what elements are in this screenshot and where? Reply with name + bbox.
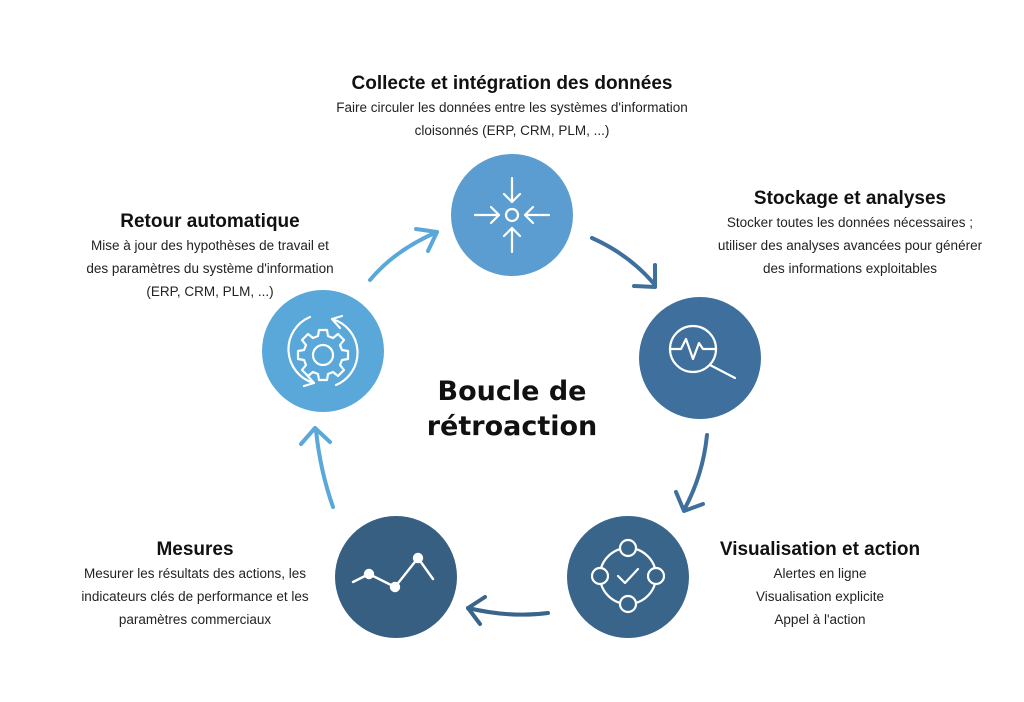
step-description: indicateurs clés de performance et les bbox=[81, 589, 309, 604]
step-description: des informations exploitables bbox=[762, 261, 938, 276]
step-retour-circle bbox=[262, 290, 384, 412]
step-description: cloisonnés (ERP, CRM, PLM, ...) bbox=[414, 123, 610, 138]
magnifier-pulse-icon bbox=[668, 324, 737, 380]
step-description: paramètres commerciaux bbox=[118, 612, 272, 627]
step-description: Mise à jour des hypothèses de travail et bbox=[91, 238, 329, 253]
step-visualisation-circle bbox=[567, 516, 689, 638]
step-description: Visualisation explicite bbox=[755, 589, 885, 604]
step-collecte-circle bbox=[451, 154, 573, 276]
center-title: Boucle de rétroaction bbox=[412, 374, 612, 444]
step-description: Stocker toutes les données nécessaires ; bbox=[726, 215, 974, 230]
step-stockage-text: Stockage et analyses Stocker toutes les … bbox=[690, 187, 1010, 280]
converge-arrows-icon bbox=[473, 176, 551, 254]
step-title: Mesures bbox=[156, 539, 234, 560]
arrow-retour-to-collecte bbox=[368, 227, 439, 282]
gear-cycle-icon bbox=[287, 314, 359, 388]
step-title: Collecte et intégration des données bbox=[351, 73, 673, 94]
step-title: Retour automatique bbox=[120, 211, 300, 232]
step-description: utiliser des analyses avancées pour géné… bbox=[717, 238, 983, 253]
arrow-stockage-to-visualisation bbox=[674, 433, 709, 513]
step-mesures-text: Mesures Mesurer les résultats des action… bbox=[55, 538, 335, 631]
arrow-mesures-to-retour bbox=[299, 426, 335, 509]
line-chart-icon bbox=[351, 552, 435, 593]
step-description: des paramètres du système d'information bbox=[86, 261, 334, 276]
step-description: Appel à l'action bbox=[774, 612, 866, 627]
step-title: Stockage et analyses bbox=[753, 188, 947, 209]
step-stockage-circle bbox=[639, 297, 761, 419]
arrow-collecte-to-stockage bbox=[590, 236, 657, 289]
step-description: Mesurer les résultats des actions, les bbox=[83, 566, 307, 581]
arrow-visualisation-to-mesures bbox=[466, 595, 550, 626]
step-visualisation-text: Visualisation et action Alertes en ligne… bbox=[700, 538, 940, 631]
step-description: (ERP, CRM, PLM, ...) bbox=[146, 284, 274, 299]
step-retour-text: Retour automatique Mise à jour des hypot… bbox=[55, 210, 365, 303]
step-description: Faire circuler les données entre les sys… bbox=[336, 100, 688, 115]
step-title: Visualisation et action bbox=[719, 539, 921, 560]
center-title-line1: Boucle de bbox=[437, 376, 587, 407]
step-description: Alertes en ligne bbox=[773, 566, 867, 581]
center-title-line2: rétroaction bbox=[426, 411, 598, 442]
network-check-icon bbox=[590, 538, 666, 614]
step-collecte-text: Collecte et intégration des données Fair… bbox=[262, 72, 762, 142]
step-mesures-circle bbox=[335, 516, 457, 638]
